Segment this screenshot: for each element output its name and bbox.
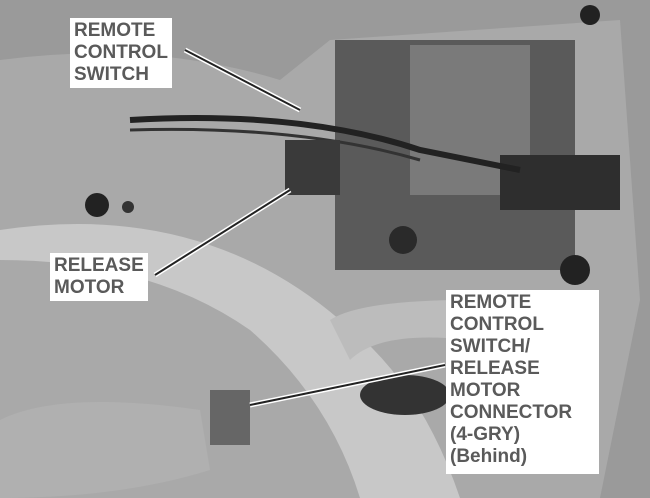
label-line: CONTROL <box>74 42 168 63</box>
label-line: CONTROL <box>450 314 544 335</box>
label-line: MOTOR <box>450 380 521 401</box>
label-line: (4-GRY) <box>450 424 521 445</box>
label-line: SWITCH/ <box>450 336 531 357</box>
label-line: RELEASE <box>450 358 540 379</box>
label-line: MOTOR <box>54 277 125 298</box>
label-line: REMOTE <box>74 20 156 41</box>
label-release-motor: RELEASE MOTOR <box>50 253 148 301</box>
label-remote-control-switch: REMOTE CONTROL SWITCH <box>70 18 172 88</box>
label-connector: REMOTE CONTROL SWITCH/ RELEASE MOTOR CON… <box>446 290 599 474</box>
label-line: REMOTE <box>450 292 532 313</box>
label-line: SWITCH <box>74 64 149 85</box>
label-line: (Behind) <box>450 446 528 467</box>
label-line: RELEASE <box>54 255 144 276</box>
label-line: CONNECTOR <box>450 402 573 423</box>
